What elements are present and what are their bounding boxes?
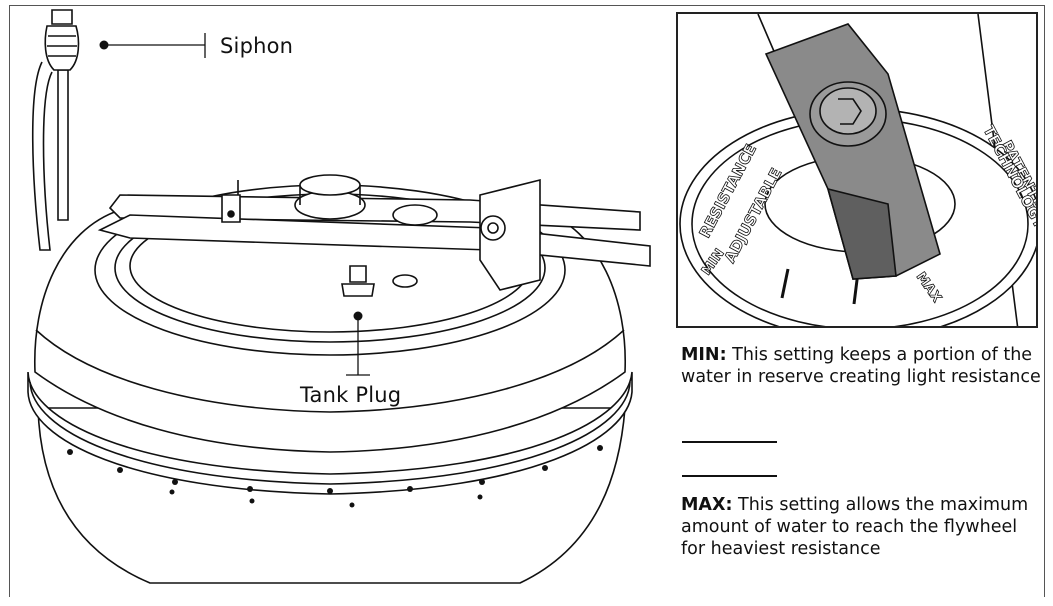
min-setting-term: MIN: [681, 345, 727, 365]
resistance-dial-drawing: ADJUSTABLE RESISTANCE PATENTED TECHNOLOG… [679, 14, 1036, 326]
tank-plug [349, 265, 367, 283]
resistance-dial-inset: ADJUSTABLE RESISTANCE PATENTED TECHNOLOG… [676, 12, 1038, 328]
tank-ring-band [27, 371, 633, 495]
siphon-bulb [44, 25, 80, 71]
max-setting-term: MAX: [681, 495, 733, 515]
figure-frame [9, 5, 1045, 597]
tank-lower-body [37, 407, 626, 584]
water-tank-illustration [27, 9, 651, 584]
frame-bracket [479, 178, 541, 291]
plug-callout-line [346, 320, 370, 376]
siphon-callout-line [108, 33, 206, 58]
tank-plug-label: Tank Plug [300, 383, 402, 407]
divider-line [682, 475, 777, 477]
siphon-tube [31, 61, 53, 251]
min-setting-text: This setting keeps a portion of the wate… [681, 345, 1041, 387]
max-setting-description: MAX: This setting allows the maximum amo… [681, 494, 1041, 560]
siphon-label: Siphon [220, 34, 294, 58]
max-setting-text: This setting allows the maximum amount o… [681, 495, 1029, 559]
min-setting-description: MIN: This setting keeps a portion of the… [681, 344, 1041, 388]
divider-line [682, 441, 777, 443]
